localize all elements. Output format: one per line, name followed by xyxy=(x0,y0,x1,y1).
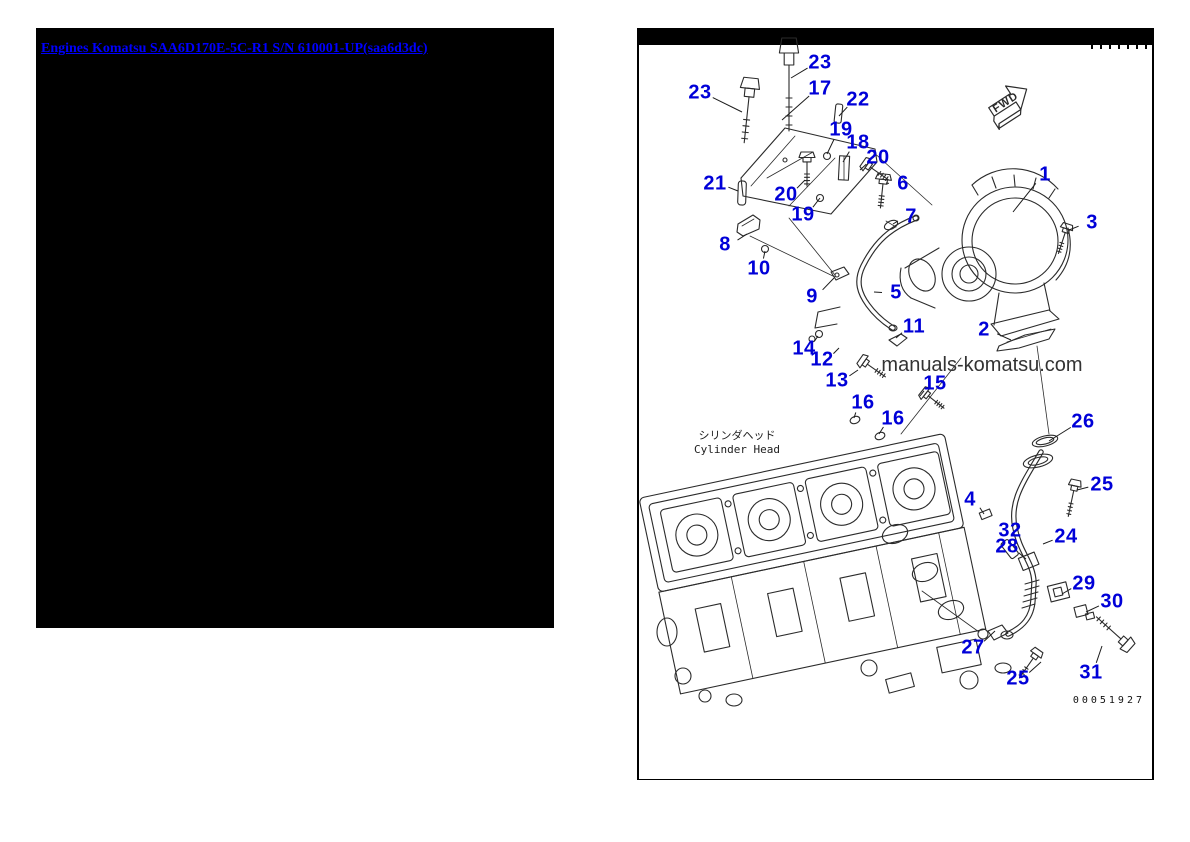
callout-10[interactable]: 10 xyxy=(747,257,771,280)
callout-26[interactable]: 26 xyxy=(1071,410,1095,433)
callout-8[interactable]: 8 xyxy=(719,233,731,256)
turbocharger-art xyxy=(900,169,1070,336)
callout-25[interactable]: 25 xyxy=(1006,667,1030,690)
clipped-text-remnant xyxy=(1091,45,1152,49)
fwd-arrow-label: FWD xyxy=(991,90,1021,115)
callout-21[interactable]: 21 xyxy=(703,172,727,195)
callout-14[interactable]: 14 xyxy=(792,337,816,360)
callout-16[interactable]: 16 xyxy=(881,407,905,430)
callout-24[interactable]: 24 xyxy=(1054,525,1078,548)
cylinder-head-label: シリンダヘッド Cylinder Head xyxy=(657,429,817,457)
callout-20[interactable]: 20 xyxy=(774,183,798,206)
callout-3[interactable]: 3 xyxy=(1086,211,1098,234)
engine-model-link[interactable]: Engines Komatsu SAA6D170E-5C-R1 S/N 6100… xyxy=(41,41,428,56)
figure-number: 00051927 xyxy=(1072,695,1145,706)
callout-16[interactable]: 16 xyxy=(851,391,875,414)
callout-28[interactable]: 28 xyxy=(995,535,1019,558)
fwd-arrow: FWD xyxy=(975,66,1047,131)
callout-19[interactable]: 19 xyxy=(829,118,853,141)
callout-23[interactable]: 23 xyxy=(808,51,832,74)
callout-13[interactable]: 13 xyxy=(825,369,849,392)
callout-5[interactable]: 5 xyxy=(890,281,902,304)
leader-lines xyxy=(712,67,1103,673)
callout-2[interactable]: 2 xyxy=(978,318,990,341)
cylinder-head-label-en: Cylinder Head xyxy=(693,443,781,456)
callout-30[interactable]: 30 xyxy=(1100,590,1124,613)
frame-top-bar xyxy=(639,28,1152,45)
cylinder-head-label-jp: シリンダヘッド xyxy=(698,429,776,442)
callout-32[interactable]: 32 xyxy=(998,519,1022,542)
callout-4[interactable]: 4 xyxy=(964,488,976,511)
callout-18[interactable]: 18 xyxy=(846,131,870,154)
callout-15[interactable]: 15 xyxy=(923,372,947,395)
callout-31[interactable]: 31 xyxy=(1079,661,1103,684)
callout-27[interactable]: 27 xyxy=(961,636,985,659)
callout-6[interactable]: 6 xyxy=(897,172,909,195)
cylinder-head-block xyxy=(639,433,986,693)
parts-list-panel: Engines Komatsu SAA6D170E-5C-R1 S/N 6100… xyxy=(36,28,554,628)
callout-29[interactable]: 29 xyxy=(1072,572,1096,595)
callout-12[interactable]: 12 xyxy=(810,348,834,371)
callout-11[interactable]: 11 xyxy=(902,315,926,338)
callout-9[interactable]: 9 xyxy=(806,285,818,308)
callout-19[interactable]: 19 xyxy=(791,203,815,226)
callout-1[interactable]: 1 xyxy=(1039,163,1051,186)
watermark: manuals-komatsu.com xyxy=(881,354,1083,376)
callout-23[interactable]: 23 xyxy=(688,81,712,104)
callout-7[interactable]: 7 xyxy=(905,205,917,228)
callout-20[interactable]: 20 xyxy=(866,146,890,169)
callout-22[interactable]: 22 xyxy=(846,88,870,111)
callout-25[interactable]: 25 xyxy=(1090,473,1114,496)
parts-diagram-art xyxy=(639,36,1138,779)
callout-17[interactable]: 17 xyxy=(808,77,832,100)
